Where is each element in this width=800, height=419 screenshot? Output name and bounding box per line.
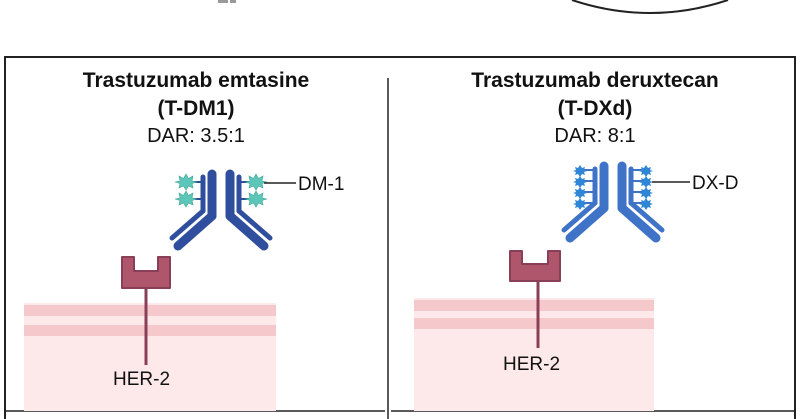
panel-tdm1: Trastuzumab emtasine (T-DM1) DAR: 3.5:1 … xyxy=(24,69,344,411)
panel-title-line2: (T-DXd) xyxy=(558,97,633,120)
payload-molecules xyxy=(174,173,268,208)
antibody-icon xyxy=(561,161,665,243)
her2-receptor xyxy=(509,250,561,348)
dar-label: DAR: 8:1 xyxy=(554,125,635,147)
panel-tdxd: Trastuzumab deruxtecan (T-DXd) DAR: 8:1 … xyxy=(414,69,738,411)
her2-receptor xyxy=(121,256,171,365)
cell-membrane xyxy=(414,298,654,411)
dar-label: DAR: 3.5:1 xyxy=(147,125,245,147)
payload-label: DX-D xyxy=(692,173,738,194)
panel-title-line1: Trastuzumab deruxtecan xyxy=(471,69,718,92)
top-icon-fragment xyxy=(218,0,236,3)
receptor-label: HER-2 xyxy=(113,369,170,390)
panel-title-line2: (T-DM1) xyxy=(158,97,235,120)
antibody-icon xyxy=(169,169,273,251)
receptor-label: HER-2 xyxy=(503,354,560,375)
panel-title-line1: Trastuzumab emtasine xyxy=(83,69,309,92)
payload-label: DM-1 xyxy=(298,174,344,195)
panel-frame xyxy=(4,56,796,419)
payload-molecules xyxy=(573,165,653,210)
cell-membrane xyxy=(24,303,276,411)
top-circle-fragment xyxy=(571,0,729,14)
